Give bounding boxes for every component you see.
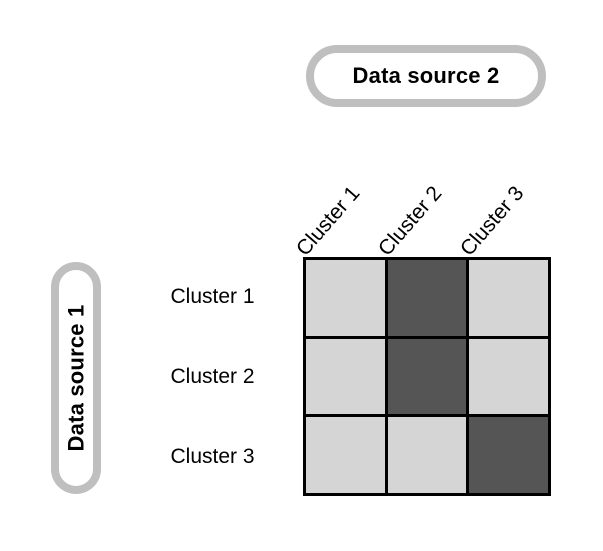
matrix-cell-r1-c2 [387, 260, 467, 336]
matrix-cell-r1-c3 [469, 260, 548, 336]
column-header-cluster-2: Cluster 2 [373, 181, 447, 261]
data-source-1-pill: Data source 1 [51, 262, 101, 494]
row-label-cluster-3: Cluster 3 [170, 445, 255, 468]
matrix-cell-r3-c1 [306, 417, 385, 493]
matrix-cell-r2-c3 [469, 338, 548, 415]
matrix-cell-r2-c1 [306, 338, 385, 415]
matrix-cell-r2-c2 [387, 338, 467, 415]
column-header-cluster-1: Cluster 1 [291, 181, 365, 261]
column-header-cluster-3: Cluster 3 [455, 181, 529, 261]
cluster-correspondence-matrix [303, 257, 551, 496]
row-label-cluster-2: Cluster 2 [170, 365, 255, 388]
row-label-cluster-1: Cluster 1 [170, 285, 255, 308]
data-source-2-pill: Data source 2 [306, 45, 546, 107]
matrix-cell-r3-c2 [387, 417, 467, 493]
data-source-2-label: Data source 2 [352, 63, 500, 88]
data-source-1-label: Data source 1 [63, 304, 89, 452]
matrix-cell-r3-c3 [469, 417, 548, 493]
matrix-cell-r1-c1 [306, 260, 385, 336]
